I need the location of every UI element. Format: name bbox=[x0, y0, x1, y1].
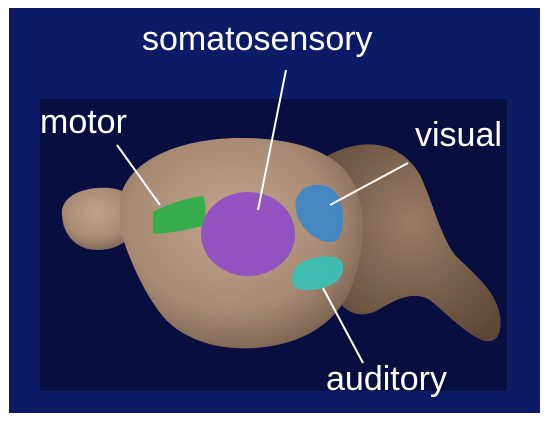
somatosensory-region bbox=[201, 192, 295, 276]
somatosensory-label: somatosensory bbox=[142, 22, 373, 56]
motor-label: motor bbox=[40, 105, 127, 139]
auditory-label: auditory bbox=[326, 362, 447, 396]
visual-label: visual bbox=[415, 118, 502, 152]
